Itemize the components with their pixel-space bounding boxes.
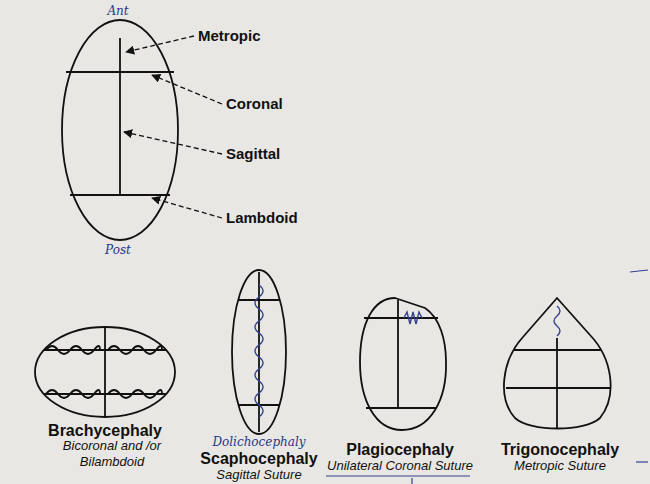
suture-name: Sagittal [226, 145, 280, 163]
suture-note: Bicoronal and /or Bilambdoid [56, 438, 168, 469]
trigonocephaly-skull [504, 298, 611, 429]
orientation-note: Post [105, 243, 131, 257]
condition-name: Trigonocephaly [501, 440, 619, 459]
plagiocephaly-skull [360, 298, 446, 430]
condition-name: Plagiocephaly [346, 440, 454, 459]
suture-name: Metropic [198, 27, 261, 45]
pen-marks [326, 270, 648, 484]
condition-name: Scaphocephaly [200, 449, 317, 468]
orientation-note: Ant [107, 4, 128, 18]
normal-skull [62, 20, 178, 240]
scaphocephaly-skull [232, 270, 286, 434]
condition-name: Brachycephaly [48, 421, 162, 440]
suture-name: Lambdoid [226, 209, 298, 227]
handwritten-note: Dolichocephaly [212, 435, 305, 449]
brachycephaly-skull [35, 327, 175, 417]
suture-note: Unilateral Coronal Suture [327, 458, 473, 474]
suture-note: Metropic Suture [514, 458, 606, 474]
leader-lines [124, 36, 222, 218]
suture-note: Sagittal Suture [216, 467, 301, 483]
suture-name: Coronal [226, 95, 283, 113]
